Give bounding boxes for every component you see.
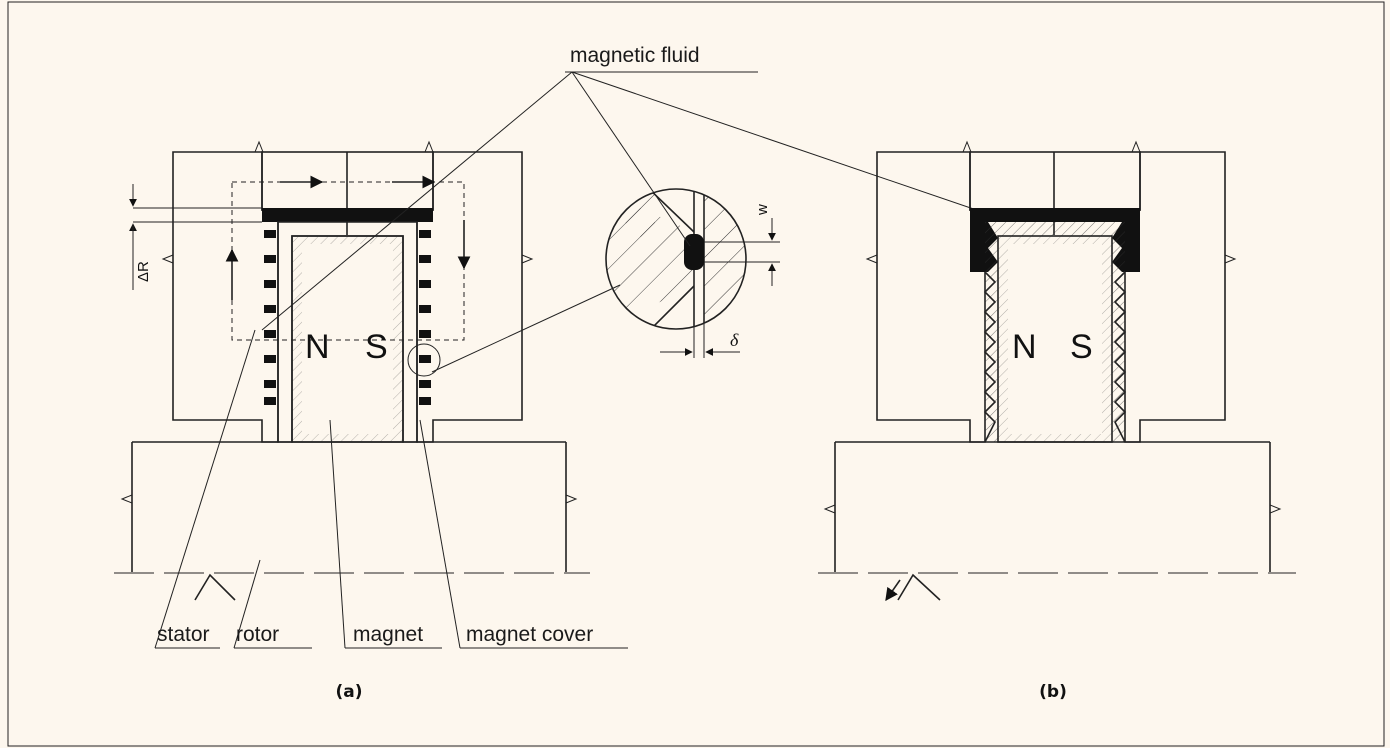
label-magnet-cover: magnet cover [466, 623, 593, 646]
dim-delta-label: δ [730, 330, 739, 350]
fluid-band-top-b [970, 208, 1140, 222]
dim-w-label: w [754, 204, 771, 216]
figure-frame [7, 1, 1385, 747]
label-rotor: rotor [236, 623, 279, 646]
caption-a: (a) [335, 682, 362, 702]
dim-delta-r-label: ΔR [135, 261, 152, 282]
pole-n-a: N [305, 328, 330, 366]
pole-n-b: N [1012, 328, 1037, 366]
pole-s-b: S [1070, 328, 1093, 366]
label-magnet: magnet [353, 623, 423, 646]
panel-a: ΔR N S stator rotor magnet magnet cover … [114, 140, 628, 702]
stator-top-b [969, 151, 1141, 211]
caption-b: (b) [1039, 682, 1067, 702]
fluid-teeth-left-a [264, 230, 276, 405]
label-magnetic-fluid: magnetic fluid [570, 44, 700, 67]
detail-magnified-gap: w δ [431, 188, 780, 373]
fluid-teeth-right-a [419, 230, 431, 405]
magnetic-fluid-callout: magnetic fluid [261, 44, 1001, 331]
fluid-drop-detail [684, 234, 704, 270]
stator-left-b [876, 151, 986, 443]
label-stator: stator [157, 623, 210, 646]
panel-b: N S (b) [818, 140, 1296, 702]
detail-circle [605, 188, 747, 330]
pole-s-a: S [365, 328, 388, 366]
fluid-band-top-a [262, 208, 433, 222]
